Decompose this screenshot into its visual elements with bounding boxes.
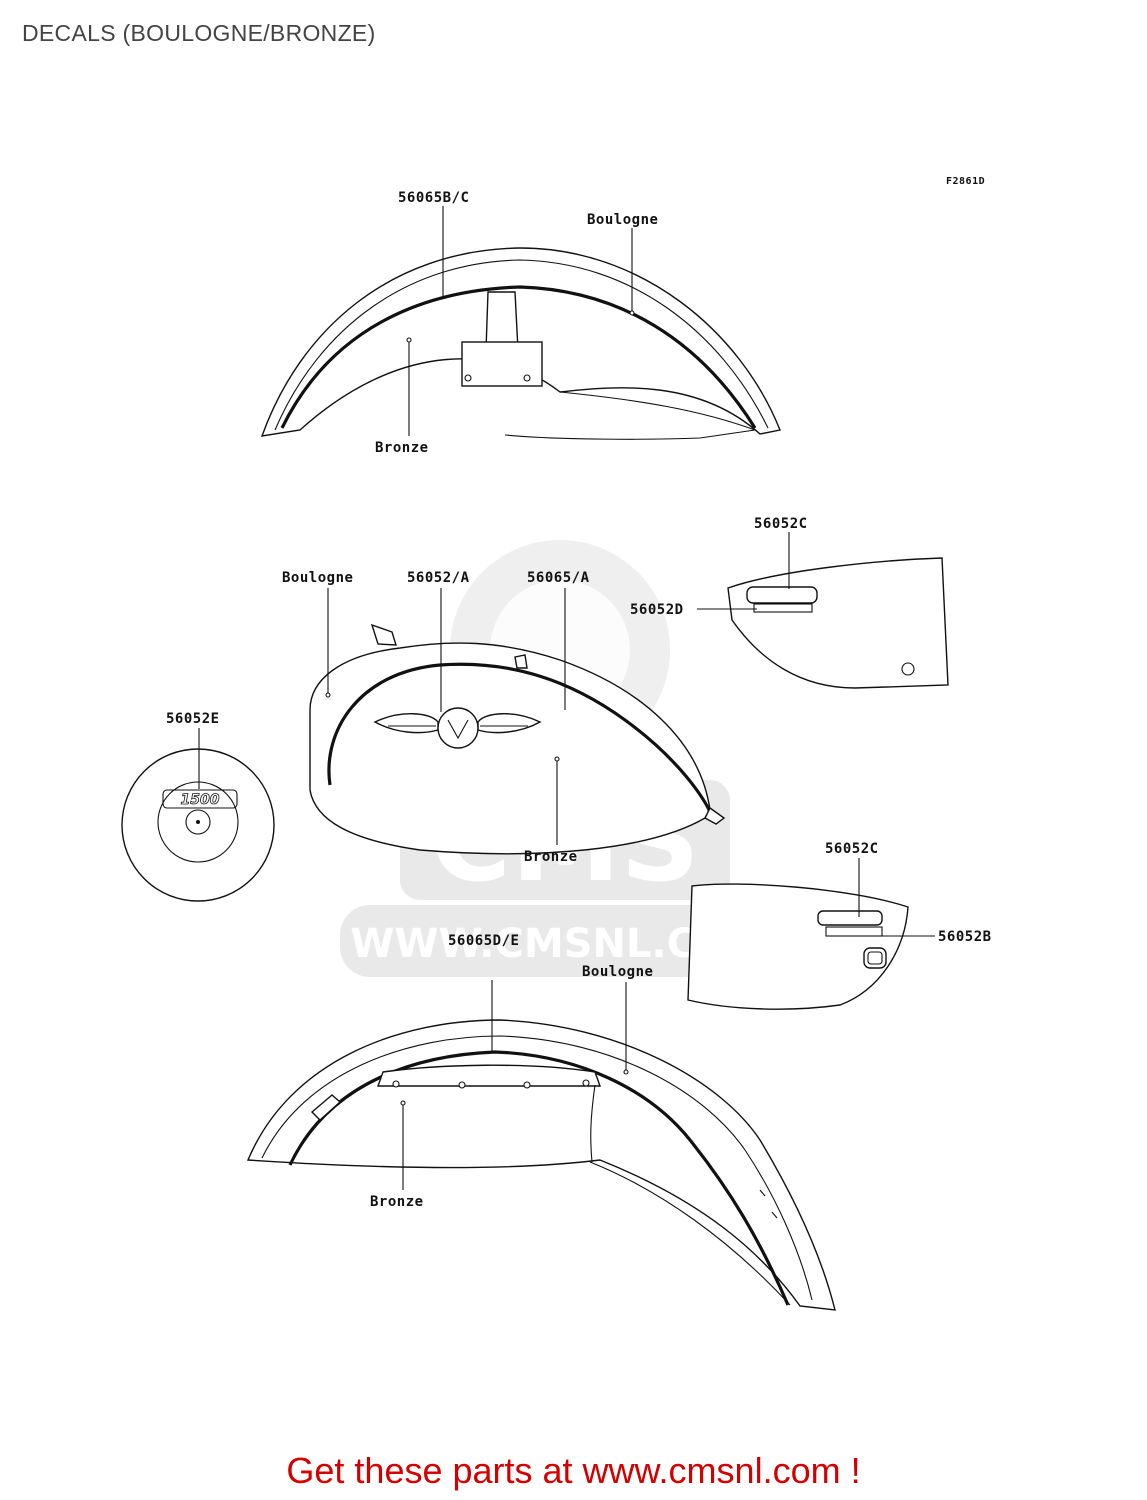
fuel-tank xyxy=(309,623,726,855)
label-56065B-C: 56065B/C xyxy=(398,190,469,206)
footer-cta-link[interactable]: Get these parts at www.cmsnl.com ! xyxy=(286,1450,861,1491)
label-bronze-front-fender: Bronze xyxy=(375,440,429,456)
page-title: DECALS (BOULOGNE/BRONZE) xyxy=(22,20,376,46)
label-56052C-left: 56052C xyxy=(754,516,808,532)
label-boulogne-rear-fender: Boulogne xyxy=(582,964,653,980)
side-cover-left xyxy=(727,557,949,689)
figure-code: F2861D xyxy=(946,176,985,187)
label-56052E: 56052E xyxy=(166,711,220,727)
label-56052D: 56052D xyxy=(630,602,684,618)
rear-fender xyxy=(246,1019,836,1311)
label-boulogne-fuel-tank: Boulogne xyxy=(282,570,353,586)
label-boulogne-front-fender: Boulogne xyxy=(587,212,658,228)
label-56065-A: 56065/A xyxy=(527,570,590,586)
label-56052B: 56052B xyxy=(938,929,992,945)
label-bronze-rear-fender: Bronze xyxy=(370,1194,424,1210)
side-cover-right xyxy=(687,883,909,1010)
badge-1500: 1500 xyxy=(181,792,220,808)
air-cleaner-cover: 1500 xyxy=(121,748,275,902)
label-bronze-fuel-tank: Bronze xyxy=(524,849,578,865)
label-56065D-E: 56065D/E xyxy=(448,933,519,949)
label-56052-A: 56052/A xyxy=(407,570,470,586)
decals-diagram: CMS WWW.CMSNL.COM F2861D 56065B/C Boulog… xyxy=(121,176,992,1311)
front-fender xyxy=(260,247,781,440)
label-56052C-right: 56052C xyxy=(825,841,879,857)
